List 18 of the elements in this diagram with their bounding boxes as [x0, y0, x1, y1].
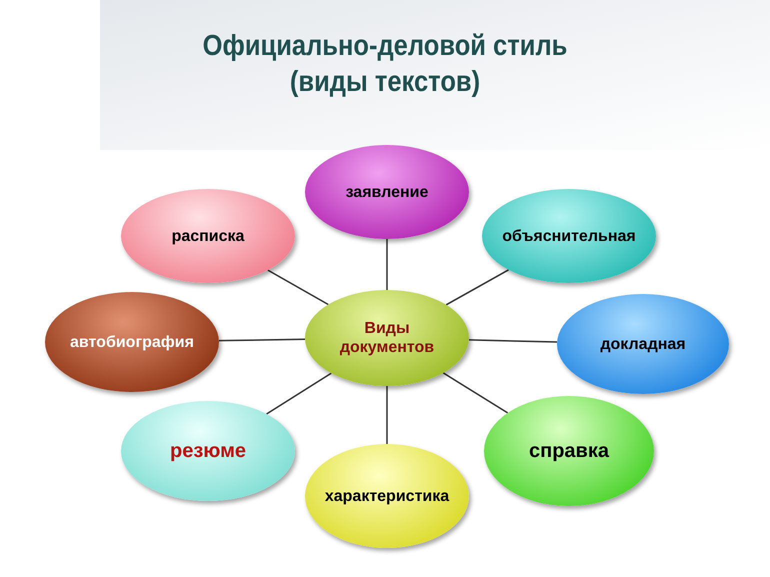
node-label: заявление — [344, 182, 430, 202]
node-label: расписка — [170, 226, 246, 246]
node-label: автобиография — [69, 332, 195, 352]
node-label: докладная — [599, 334, 687, 354]
node-label: справка — [528, 442, 610, 460]
connector-line — [446, 269, 509, 306]
node-label: резюме — [168, 442, 247, 460]
connector-line — [218, 338, 306, 342]
node-label: объяснительная — [501, 226, 637, 246]
node-label: характеристика — [324, 486, 450, 506]
connector-line — [442, 372, 508, 414]
node-label: Виды документов — [338, 319, 436, 357]
connector-line — [266, 372, 332, 415]
connector-line — [267, 269, 329, 306]
connector-line — [468, 339, 558, 343]
connector-line — [386, 239, 388, 290]
title: Официально-деловой стиль (виды текстов) — [202, 29, 568, 100]
connector-line — [386, 386, 388, 444]
